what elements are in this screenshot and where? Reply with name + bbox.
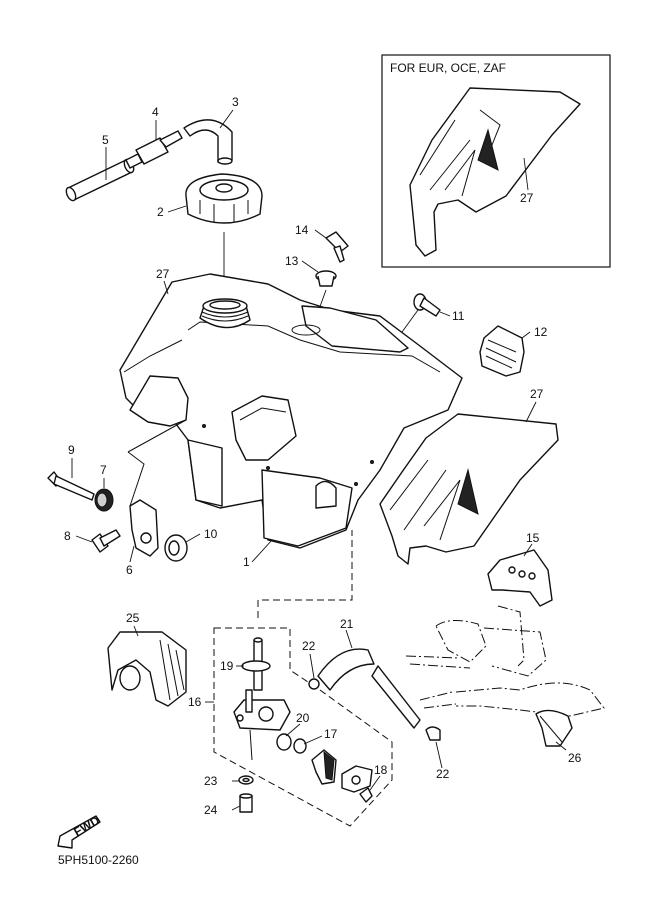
callout-7: 7	[100, 463, 107, 477]
callout-5b: 5	[102, 133, 109, 147]
part-18-screw	[359, 787, 373, 803]
fwd-arrow-icon: FWD	[57, 813, 102, 849]
part-lever	[311, 749, 337, 785]
part-3-bent-hose	[183, 119, 233, 165]
callout-26: 26	[568, 751, 582, 765]
part-16-fuel-cock-group-outline	[213, 627, 393, 827]
part-12-damper	[479, 325, 525, 377]
part-27-right-side-cover	[379, 413, 559, 565]
callout-27b: 27	[530, 387, 544, 401]
callout-1: 1	[243, 555, 250, 569]
part-21-hose	[317, 648, 421, 729]
callout-25: 25	[126, 611, 140, 625]
callout-8: 8	[64, 529, 71, 543]
callout-9: 9	[68, 443, 75, 457]
callout-11: 11	[452, 309, 465, 323]
part-22-clip	[308, 678, 320, 690]
inset-title: FOR EUR, OCE, ZAF	[390, 61, 506, 75]
part-11-bolt	[413, 293, 441, 317]
part-17-o-ring	[293, 738, 307, 754]
part-2-fuel-cap	[185, 173, 263, 224]
inset-panel: FOR EUR, OCE, ZAF	[381, 54, 611, 268]
callout-6: 6	[126, 563, 133, 577]
part-25-protector	[107, 631, 187, 707]
callout-2: 2	[157, 205, 164, 219]
callout-27c: 27	[520, 191, 534, 205]
part-15-holder	[487, 549, 553, 607]
callout-labels: 1 1 2 3 4 5 6 7 8 9 10 11 12 13 14 15 16…	[64, 95, 582, 817]
callout-27a: 27	[156, 267, 170, 281]
callout-18: 18	[374, 763, 388, 777]
callout-19: 19	[220, 659, 234, 673]
part-5-breather-hose	[65, 158, 135, 202]
part-fuel-cock-body	[233, 689, 291, 731]
callout-22a: 22	[302, 639, 316, 653]
callout-20: 20	[296, 711, 310, 725]
part-7-collar	[94, 488, 114, 512]
callout-15: 15	[526, 531, 540, 545]
part-20-o-ring	[276, 733, 292, 751]
part-19-filter	[241, 637, 271, 691]
callout-21: 21	[340, 617, 354, 631]
inset-side-cover	[409, 87, 581, 257]
part-1-fuel-tank	[119, 273, 463, 549]
part-8-bolt	[91, 529, 121, 553]
callout-14: 14	[295, 223, 309, 237]
part-22-clip-b	[425, 726, 441, 741]
part-plate	[341, 765, 373, 793]
part-6-bracket	[129, 499, 159, 557]
callout-16: 16	[188, 695, 202, 709]
fwd-label: FWD	[71, 813, 102, 839]
part-23-washer	[238, 775, 254, 785]
part-26-clamp	[535, 709, 573, 747]
part-14-screw	[325, 231, 349, 263]
callout-3: 3	[232, 95, 239, 109]
callout-22b: 22	[436, 767, 450, 781]
part-24-drain-bolt	[239, 793, 253, 813]
diagram-code: 5PH5100-2260	[58, 853, 139, 867]
callout-10: 10	[204, 527, 218, 541]
callout-17: 17	[324, 727, 338, 741]
callout-4: 4	[152, 105, 159, 119]
callout-12: 12	[534, 325, 548, 339]
part-9-bolt	[47, 471, 95, 501]
part-10-collar	[164, 534, 188, 562]
callout-13: 13	[285, 254, 299, 268]
callout-24: 24	[204, 803, 218, 817]
part-4-check-valve	[125, 130, 183, 169]
frame-reference	[405, 605, 605, 717]
part-13-grommet	[315, 270, 337, 287]
leader-lines	[71, 109, 567, 811]
callout-23: 23	[204, 774, 218, 788]
